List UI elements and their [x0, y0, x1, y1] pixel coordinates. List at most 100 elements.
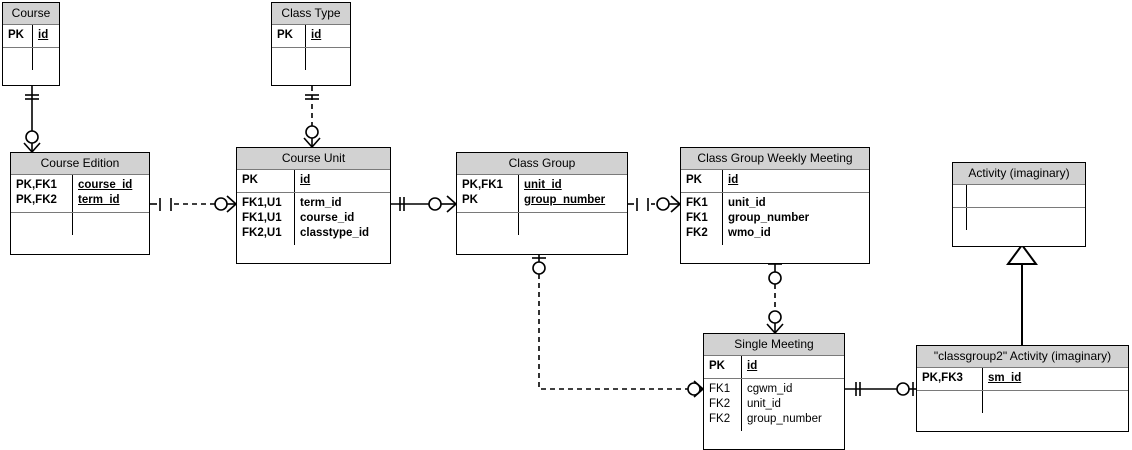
attribute-label: group_number [524, 194, 606, 206]
entity-key-column: PK [704, 356, 742, 378]
empty-row [277, 51, 301, 66]
connector-course-unit-to-class-group [391, 195, 457, 213]
empty-row [38, 51, 54, 66]
entity-key-column: PK [681, 170, 723, 192]
empty-row [988, 394, 1123, 409]
attribute-label: wmo_id [728, 227, 771, 239]
attribute-label: cgwm_id [747, 383, 793, 395]
entity-attr-section: FK1,U1 FK1,U1 FK2,U1 term_id course_id c… [237, 192, 390, 245]
key-label: PK [242, 174, 258, 186]
entity-title: Course [3, 3, 59, 25]
key-label: FK1,U1 [242, 212, 282, 224]
entity-key-column: PK [272, 25, 306, 47]
entity-key-column: PK [3, 25, 33, 47]
entity-key-column [457, 213, 519, 235]
entity-body: PK id FK1 FK2 FK2 cgwm_id unit_id group_… [704, 356, 844, 431]
attribute-label: unit_id [747, 398, 781, 410]
entity-pk-section: PK id [272, 25, 350, 47]
entity-course-unit[interactable]: Course Unit PK id FK1,U1 FK1,U1 FK2,U1 t… [236, 147, 391, 264]
entity-attr-column [306, 48, 350, 70]
entity-pk-section: PK,FK1 PK,FK2 course_id term_id [11, 175, 149, 212]
key-label: PK [277, 29, 293, 41]
key-label: PK,FK1 [16, 179, 57, 191]
entity-key-column: PK,FK3 [917, 368, 983, 390]
empty-row [958, 211, 962, 226]
entity-title: Class Group [457, 153, 627, 175]
entity-class-group[interactable]: Class Group PK,FK1 PK unit_id group_numb… [456, 152, 628, 255]
entity-attr-column: id [723, 170, 869, 192]
attribute-label: course_id [300, 212, 355, 224]
entity-attr-column [983, 391, 1128, 413]
entity-classgroup2-activity-imaginary[interactable]: "classgroup2" Activity (imaginary) PK,FK… [916, 345, 1129, 432]
key-label: PK,FK2 [16, 194, 57, 206]
key-label: FK2 [686, 227, 708, 239]
connector-course-to-course-edition [23, 86, 41, 153]
empty-row [524, 216, 622, 231]
empty-row [8, 51, 28, 66]
entity-attr-section: FK1 FK2 FK2 cgwm_id unit_id group_number [704, 378, 844, 431]
entity-attr-column: id [306, 25, 350, 47]
attribute-label: sm_id [988, 372, 1022, 384]
attribute-label: id [728, 174, 739, 186]
entity-attr-section [917, 390, 1128, 413]
entity-title: "classgroup2" Activity (imaginary) [917, 346, 1128, 368]
entity-body: PK,FK1 PK unit_id group_number [457, 175, 627, 235]
entity-attr-column: course_id term_id [73, 175, 149, 212]
entity-pk-section: PK id [681, 170, 869, 192]
entity-pk-section [953, 185, 1085, 207]
entity-class-type[interactable]: Class Type PK id [271, 2, 351, 86]
key-label: PK,FK1 [462, 179, 503, 191]
entity-attr-section: FK1 FK1 FK2 unit_id group_number wmo_id [681, 192, 869, 245]
entity-pk-section: PK,FK1 PK unit_id group_number [457, 175, 627, 212]
entity-course[interactable]: Course PK id [2, 2, 60, 86]
entity-attr-column [967, 185, 1085, 207]
key-label: FK1 [686, 212, 708, 224]
entity-activity-imaginary[interactable]: Activity (imaginary) [952, 162, 1086, 247]
key-label: PK [686, 174, 702, 186]
entity-attr-column: term_id course_id classtype_id [295, 193, 390, 245]
entity-attr-column: id [742, 356, 844, 378]
attribute-label: course_id [78, 179, 133, 191]
attribute-label: id [38, 29, 49, 41]
empty-row [972, 211, 1080, 226]
empty-row [462, 216, 514, 231]
entity-attr-section [953, 207, 1085, 230]
entity-title: Single Meeting [704, 334, 844, 356]
attribute-label: id [747, 360, 758, 372]
entity-body: PK id [272, 25, 350, 70]
entity-attr-column: sm_id [983, 368, 1128, 390]
entity-course-edition[interactable]: Course Edition PK,FK1 PK,FK2 course_id t… [10, 152, 150, 255]
entity-attr-column: unit_id group_number [519, 175, 627, 212]
entity-key-column [917, 391, 983, 413]
empty-row [311, 51, 345, 66]
key-label: FK2,U1 [242, 227, 282, 239]
attribute-label: id [300, 174, 311, 186]
entity-title: Course Unit [237, 148, 390, 170]
attribute-label: classtype_id [300, 227, 370, 239]
attribute-label: group_number [747, 413, 822, 425]
attribute-label: group_number [728, 212, 810, 224]
entity-pk-section: PK id [237, 170, 390, 192]
entity-class-group-weekly-meeting[interactable]: Class Group Weekly Meeting PK id FK1 FK1… [680, 147, 870, 264]
entity-body [953, 185, 1085, 230]
entity-body: PK id [3, 25, 59, 70]
entity-attr-column [519, 213, 627, 235]
entity-single-meeting[interactable]: Single Meeting PK id FK1 FK2 FK2 cgwm_id [703, 333, 845, 450]
entity-body: PK id FK1,U1 FK1,U1 FK2,U1 term_id cours… [237, 170, 390, 245]
entity-attr-column: id [295, 170, 390, 192]
entity-attr-section [272, 47, 350, 70]
connector-class-type-to-course-unit [303, 86, 321, 148]
entity-attr-column [73, 213, 149, 235]
entity-title: Class Group Weekly Meeting [681, 148, 869, 170]
entity-key-column [953, 208, 967, 230]
entity-title: Activity (imaginary) [953, 163, 1085, 185]
entity-key-column: PK,FK1 PK,FK2 [11, 175, 73, 212]
key-label: PK [8, 29, 24, 41]
key-label: FK1 [709, 383, 731, 395]
attribute-label: term_id [78, 194, 120, 206]
entity-title: Course Edition [11, 153, 149, 175]
entity-body: PK,FK3 sm_id [917, 368, 1128, 413]
entity-attr-column: cgwm_id unit_id group_number [742, 379, 844, 431]
key-label: FK1 [686, 197, 708, 209]
